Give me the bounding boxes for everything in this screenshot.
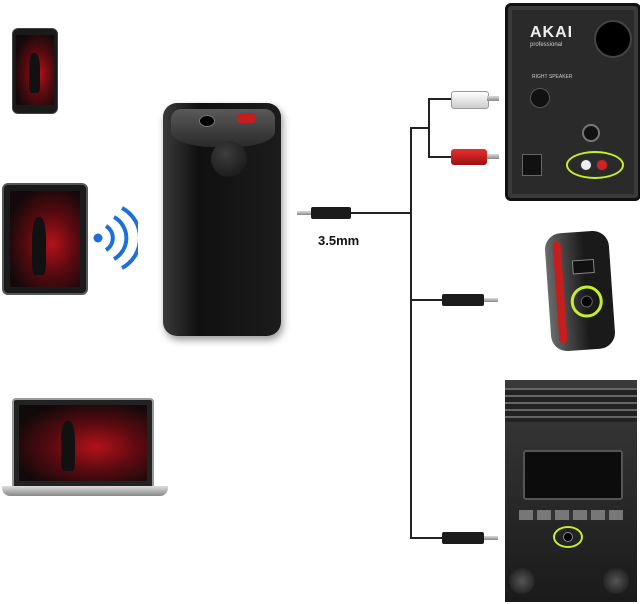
rca-plug-icon: [451, 91, 489, 109]
portable-speaker-red-trim: [552, 241, 568, 344]
car-dashboard: [505, 380, 637, 602]
rca-red-wire: [428, 156, 452, 158]
portable-speaker-device: [543, 229, 617, 353]
audio-jack-icon: [311, 207, 351, 219]
speaker-brand-sub: professional: [530, 42, 563, 48]
main-jack-tip: [297, 211, 311, 215]
phone-performer: [29, 53, 40, 93]
middle-jack: [442, 294, 484, 306]
bluetooth-receiver: [163, 103, 281, 336]
speaker-rca-highlight: [566, 151, 624, 179]
portable-speaker-usb-port: [571, 258, 595, 275]
receiver-button: [211, 141, 247, 177]
receiver-top-face: [171, 109, 275, 147]
speaker-device: AKAI professional RIGHT SPEAKER: [505, 3, 640, 201]
bottom-jack: [442, 532, 484, 544]
tablet-device: [2, 183, 88, 295]
dashboard-vents: [505, 388, 637, 422]
tablet-performer: [32, 217, 46, 275]
speaker-knob: [530, 88, 550, 108]
bluetooth-waves-icon: [93, 206, 138, 270]
laptop-screen: [19, 405, 147, 481]
laptop-lid: [12, 398, 154, 488]
rca-white-wire: [428, 98, 452, 100]
receiver-usb-port: [237, 113, 255, 123]
portable-speaker-aux-highlight: [569, 284, 604, 319]
laptop-performer: [61, 421, 75, 471]
speaker-rca-red: [596, 159, 608, 171]
dash-aux-highlight: [553, 526, 583, 548]
cable-size-label: 3.5mm: [318, 233, 360, 248]
receiver-aux-port: [199, 115, 215, 127]
dash-aux-port: [563, 532, 573, 542]
climate-knob-right: [603, 568, 629, 594]
middle-branch: [410, 299, 442, 301]
laptop-base: [2, 486, 168, 496]
bottom-jack-tip: [484, 536, 498, 540]
rca-branch: [410, 127, 430, 129]
tablet-screen: [10, 191, 80, 287]
speaker-panel-text: RIGHT SPEAKER: [532, 74, 573, 80]
laptop-device: [2, 398, 170, 500]
rca-red-plug: [451, 149, 487, 165]
smartphone-device: [12, 28, 58, 114]
main-cable: [351, 212, 411, 214]
radio-display: [523, 450, 623, 500]
speaker-trs-port: [582, 124, 600, 142]
cable-trunk: [410, 127, 412, 539]
bottom-branch: [410, 537, 442, 539]
middle-jack-tip: [484, 298, 498, 302]
rca-red-tip: [487, 154, 499, 159]
phone-screen: [16, 35, 54, 105]
speaker-power-socket: [522, 154, 542, 176]
climate-knob-left: [509, 568, 535, 594]
rca-split: [428, 98, 430, 158]
speaker-brand: AKAI: [530, 24, 574, 41]
speaker-rca-white: [580, 159, 592, 171]
radio-buttons: [519, 510, 623, 520]
rca-white-tip: [487, 96, 499, 101]
portable-speaker-aux-port: [580, 295, 594, 308]
speaker-port-hole: [594, 20, 632, 58]
